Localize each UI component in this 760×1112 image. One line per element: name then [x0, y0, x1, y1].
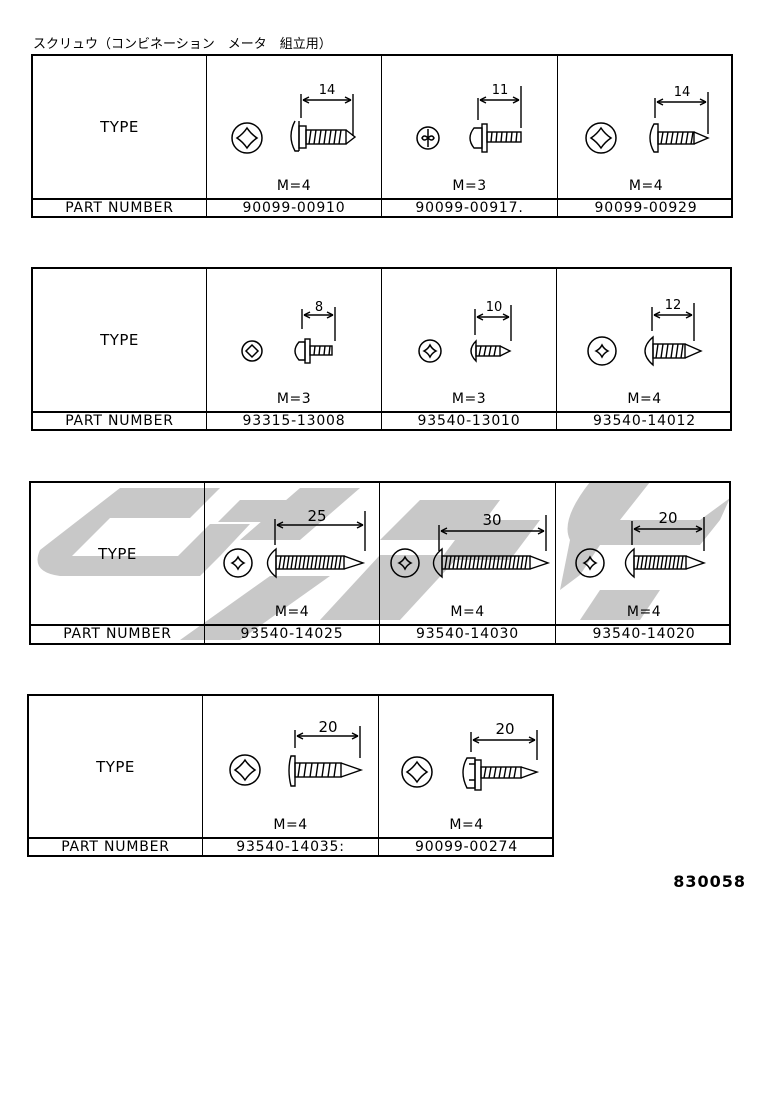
- screw-drawing: 12: [587, 298, 703, 367]
- svg-text:20: 20: [658, 509, 677, 527]
- svg-text:14: 14: [319, 83, 336, 98]
- screw-drawing: 11: [416, 83, 522, 153]
- phillips-head-icon: [585, 122, 617, 154]
- thread-size-label: M=4: [628, 178, 664, 194]
- part-number: 93540-14035:: [236, 839, 345, 855]
- part-number-row-label: PART NUMBER: [65, 200, 174, 216]
- screw-drawing: 14: [231, 83, 357, 154]
- thread-size-label: M=3: [452, 178, 487, 194]
- part-number: 93540-13010: [417, 413, 521, 429]
- type-row-label: TYPE: [96, 758, 135, 776]
- phillips-head-icon: [416, 126, 440, 150]
- screw-drawing: 20: [229, 718, 364, 787]
- svg-text:14: 14: [674, 85, 691, 100]
- screw-table-1: TYPE PART NUMBER 14 M=4 90099-00910: [31, 54, 733, 218]
- thread-size-label: M=3: [451, 391, 487, 407]
- svg-text:12: 12: [665, 298, 682, 313]
- thread-size-label: M=4: [450, 604, 485, 620]
- screw-drawing: 10: [418, 300, 512, 363]
- screw-drawing: 30: [390, 511, 551, 579]
- thread-size-label: M=4: [627, 391, 662, 407]
- phillips-head-icon: [575, 548, 605, 578]
- screw-drawing: 8: [241, 300, 336, 364]
- svg-text:10: 10: [486, 300, 503, 315]
- phillips-head-icon: [223, 548, 253, 578]
- screw-table-2: TYPE PART NUMBER 8 M=3 93315-13008: [31, 267, 732, 431]
- thread-size-label: M=3: [276, 391, 312, 407]
- phillips-head-icon: [229, 754, 261, 786]
- screw-drawing: 20: [575, 509, 707, 579]
- part-number: 93540-14012: [593, 413, 696, 429]
- part-number: 90099-00917.: [415, 200, 524, 216]
- thread-size-label: M=4: [449, 817, 484, 833]
- phillips-head-icon: [418, 339, 442, 363]
- screw-table-4: TYPE PART NUMBER 20 M=4 93540-14035:: [27, 694, 554, 857]
- part-number: 90099-00274: [415, 839, 518, 855]
- type-row-label: TYPE: [100, 331, 139, 349]
- part-number-row-label: PART NUMBER: [63, 626, 172, 642]
- svg-text:20: 20: [318, 718, 337, 736]
- svg-text:8: 8: [315, 300, 323, 315]
- part-number: 90099-00929: [594, 200, 698, 216]
- svg-text:11: 11: [492, 83, 509, 98]
- phillips-head-icon: [587, 336, 617, 366]
- screw-drawing: 14: [585, 85, 710, 154]
- phillips-head-icon: [231, 122, 263, 154]
- phillips-head-icon: [401, 756, 433, 788]
- screw-drawing: 20: [401, 720, 540, 791]
- thread-size-label: M=4: [273, 817, 308, 833]
- page-title: スクリュウ（コンビネーション メータ 組立用）: [33, 37, 332, 52]
- svg-text:30: 30: [482, 511, 501, 529]
- part-number: 90099-00910: [242, 200, 346, 216]
- thread-size-label: M=4: [276, 178, 312, 194]
- part-number-row-label: PART NUMBER: [65, 413, 174, 429]
- part-number: 93315-13008: [242, 413, 346, 429]
- type-row-label: TYPE: [100, 118, 139, 136]
- part-number: 93540-14025: [240, 626, 344, 642]
- document-number: 830058: [673, 872, 746, 891]
- type-row-label: TYPE: [98, 545, 137, 563]
- part-number: 93540-14030: [416, 626, 519, 642]
- phillips-head-icon: [241, 340, 263, 362]
- phillips-head-icon: [390, 548, 420, 578]
- screw-table-3: TYPE PART NUMBER 25 M=4 93540-14025: [29, 481, 731, 645]
- part-number: 93540-14020: [592, 626, 696, 642]
- svg-text:25: 25: [307, 507, 326, 525]
- thread-size-label: M=4: [274, 604, 310, 620]
- part-number-row-label: PART NUMBER: [61, 839, 170, 855]
- svg-text:20: 20: [495, 720, 514, 738]
- screw-drawing: 25: [223, 507, 366, 579]
- thread-size-label: M=4: [626, 604, 662, 620]
